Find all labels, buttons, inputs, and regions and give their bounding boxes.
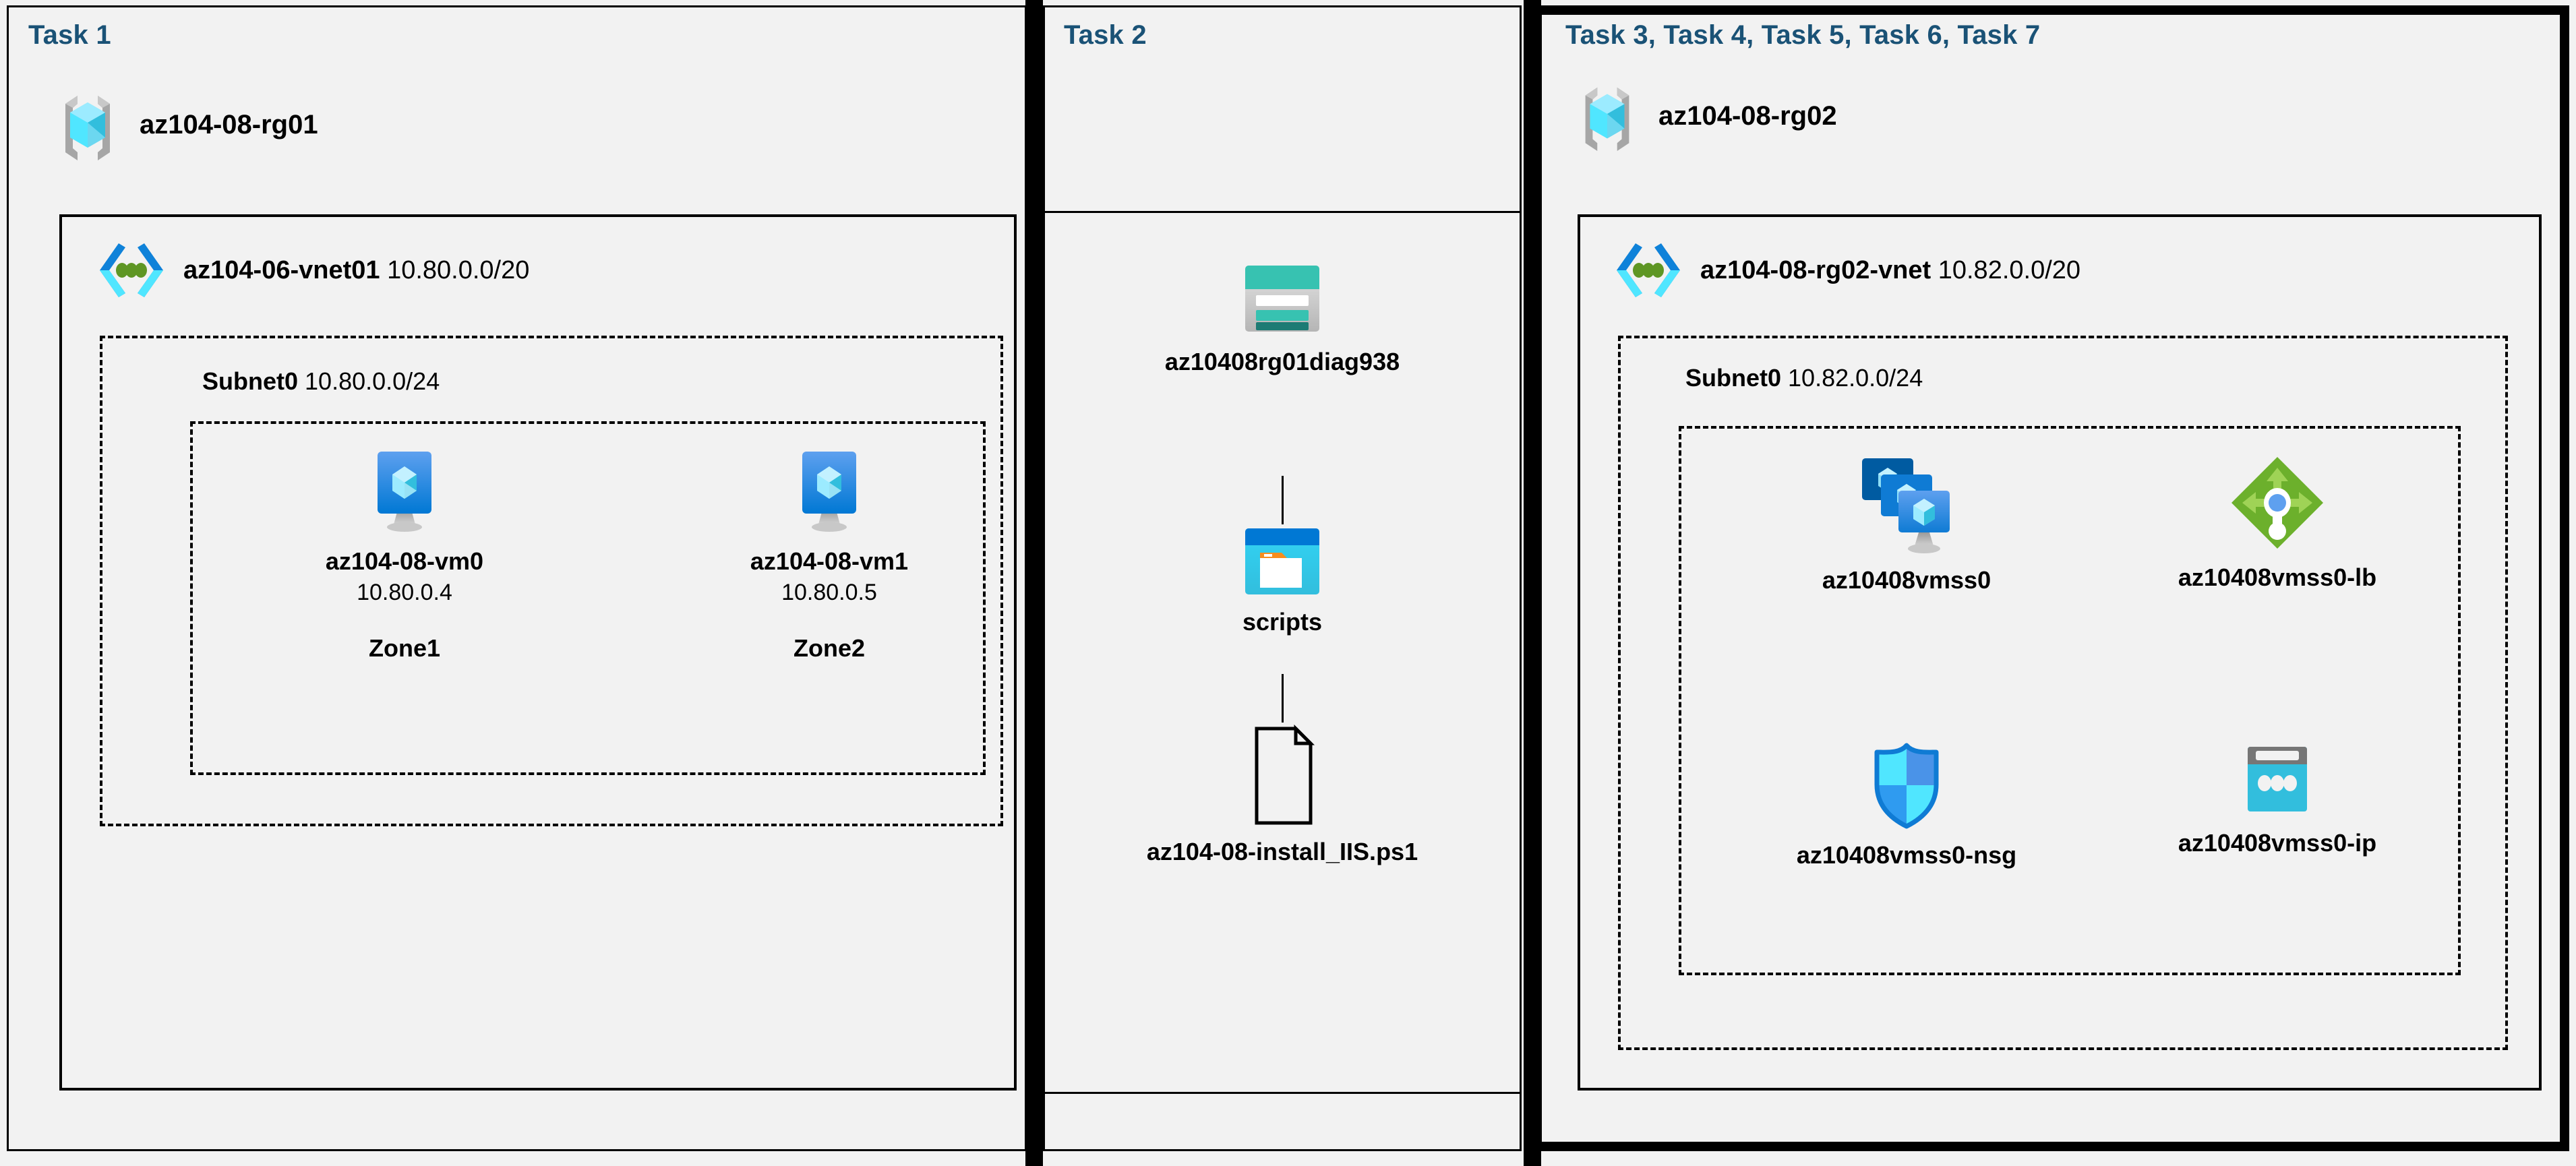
task1-panel (7, 5, 1027, 1151)
storage-account-icon (1240, 263, 1325, 337)
task1-title: Task 1 (28, 20, 111, 50)
task3-vnet-label: az104-08-rg02-vnet 10.82.0.0/20 (1700, 256, 2080, 285)
task3-nsg-name: az10408vmss0-nsg (1796, 841, 2017, 869)
task3-vnet-box (1578, 214, 2542, 1091)
task3-pip-node: az10408vmss0-ip (2136, 740, 2419, 857)
task3-subnet-label: Subnet0 10.82.0.0/24 (1685, 364, 1923, 392)
task1-rg-name: az104-08-rg01 (140, 109, 318, 140)
public-ip-address-icon (2238, 740, 2316, 818)
task3-vnet-header: az104-08-rg02-vnet 10.82.0.0/20 (1611, 239, 2080, 301)
task1-vm1-name: az104-08-vm1 (750, 547, 909, 575)
script-file-icon (1242, 724, 1323, 827)
task1-vm0-name: az104-08-vm0 (325, 547, 484, 575)
task3-pip-name: az10408vmss0-ip (2178, 829, 2377, 857)
task3-nsg-node: az10408vmss0-nsg (1765, 740, 2048, 869)
task3-subnet-cidr: 10.82.0.0/24 (1788, 364, 1923, 392)
task2-content-box (1043, 211, 1522, 1094)
task1-zone-box (190, 421, 986, 775)
task1-vnet-cidr: 10.80.0.0/20 (387, 255, 530, 284)
load-balancer-icon (2227, 453, 2327, 553)
task1-vnet-box (59, 214, 1017, 1091)
task2-script-name: az104-08-install_IIS.ps1 (1146, 838, 1418, 865)
blob-container-icon (1240, 527, 1325, 597)
task1-vm1-node: az104-08-vm1 10.80.0.5 Zone2 (715, 445, 944, 663)
task3-resource-group: az104-08-rg02 (1571, 80, 1837, 152)
virtual-machine-icon (783, 445, 875, 536)
task1-vnet-label: az104-06-vnet01 10.80.0.0/20 (183, 256, 529, 285)
task2-title: Task 2 (1064, 20, 1147, 50)
task2-storage-node: az10408rg01diag938 (1154, 263, 1410, 376)
task3-vnet-cidr: 10.82.0.0/20 (1938, 255, 2081, 284)
task1-vm0-zone: Zone1 (368, 634, 440, 662)
task3-lb-node: az10408vmss0-lb (2136, 453, 2419, 592)
task1-vnet-header: az104-06-vnet01 10.80.0.0/20 (94, 239, 529, 301)
task3-resources-box (1679, 426, 2461, 975)
task1-subnet-label: Subnet0 10.80.0.0/24 (202, 367, 440, 396)
task2-container-node: scripts (1154, 527, 1410, 636)
task3-lb-name: az10408vmss0-lb (2178, 563, 2377, 591)
task3-subnet-name: Subnet0 (1685, 364, 1782, 392)
task3-vnet-name: az104-08-rg02-vnet (1700, 255, 1931, 284)
virtual-network-icon (94, 239, 169, 301)
virtual-machine-icon (359, 445, 450, 536)
task3-panel (1532, 5, 2569, 1151)
connector-storage-to-scripts (1282, 476, 1284, 524)
task2-container-name: scripts (1242, 608, 1323, 636)
task3-vmss-name: az10408vmss0 (1822, 566, 1991, 594)
vm-scale-set-icon (1853, 453, 1960, 555)
task1-subnet-cidr: 10.80.0.0/24 (305, 367, 440, 395)
virtual-network-icon (1611, 239, 1685, 301)
task3-rg-name: az104-08-rg02 (1658, 100, 1837, 131)
task3-title: Task 3, Task 4, Task 5, Task 6, Task 7 (1565, 20, 2041, 50)
connector-scripts-to-file (1282, 674, 1284, 723)
task1-subnet-box (100, 336, 1003, 826)
task1-subnet-name: Subnet0 (202, 367, 299, 395)
task2-storage-name: az10408rg01diag938 (1164, 348, 1400, 375)
task1-resource-group: az104-08-rg01 (51, 88, 318, 162)
task1-vm1-zone: Zone2 (793, 634, 865, 662)
task3-subnet-box (1618, 336, 2508, 1050)
network-security-group-icon (1866, 740, 1947, 830)
resource-group-icon (51, 88, 125, 162)
task1-vm0-node: az104-08-vm0 10.80.0.4 Zone1 (290, 445, 519, 663)
task1-vnet-name: az104-06-vnet01 (183, 255, 380, 284)
task2-script-node: az104-08-install_IIS.ps1 (1141, 724, 1424, 866)
panel-separator-1 (1025, 0, 1043, 1166)
task1-vm1-ip: 10.80.0.5 (781, 580, 877, 605)
task3-vmss-node: az10408vmss0 (1765, 453, 2048, 594)
task1-vm0-ip: 10.80.0.4 (357, 580, 452, 605)
resource-group-icon (1571, 80, 1644, 152)
